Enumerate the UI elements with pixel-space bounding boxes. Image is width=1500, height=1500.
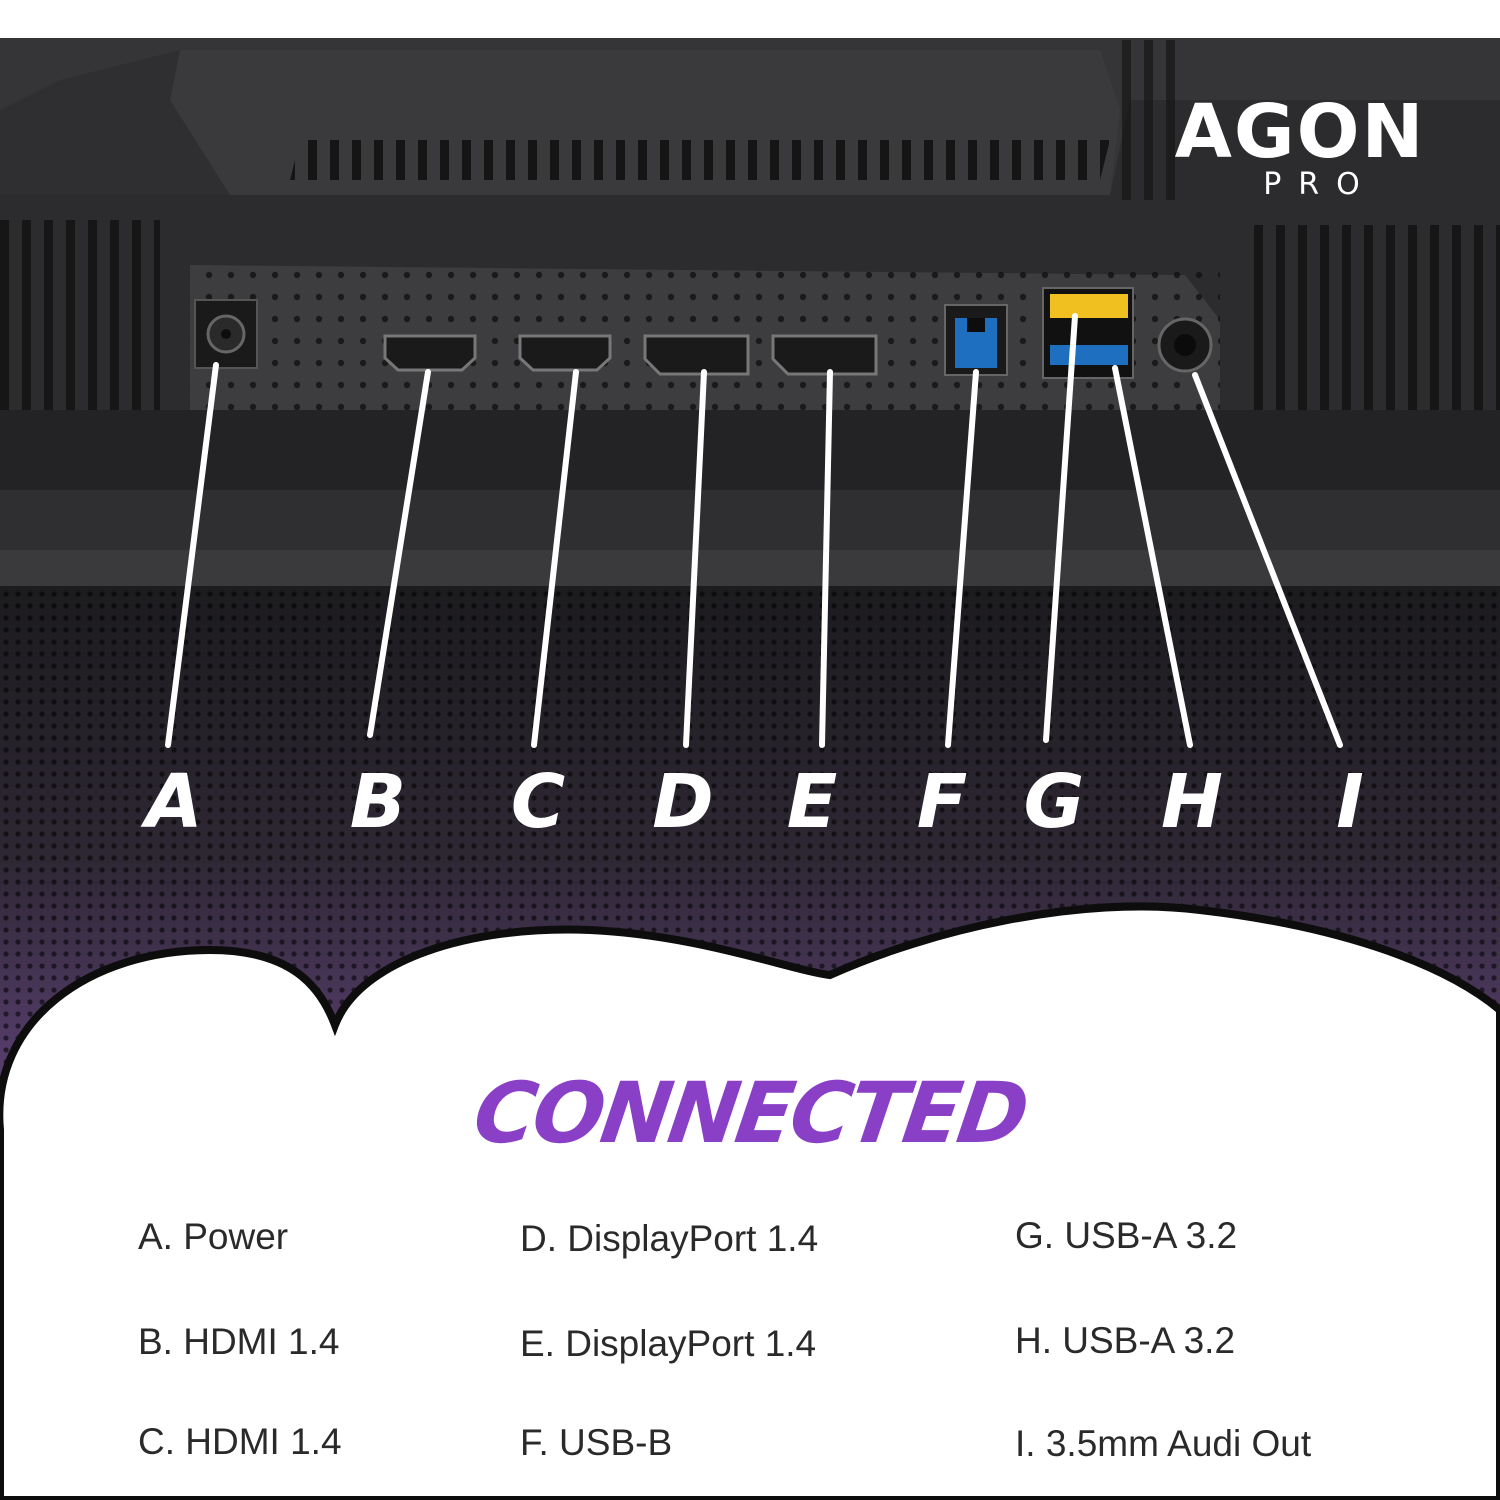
legend-item-power: A. Power: [138, 1216, 289, 1257]
port-letter-h: H: [1161, 759, 1223, 845]
leader-lines: [165, 313, 1343, 748]
usb-b-port-icon: [944, 304, 1008, 376]
port-letter-e: E: [786, 759, 838, 845]
headline: CONNECTED: [468, 1064, 1032, 1162]
brand-name: AGON: [1174, 89, 1426, 175]
hdmi-port-icon: [518, 334, 612, 372]
port-letter-c: C: [510, 759, 566, 845]
legend-item-usb-b: F. USB-B: [520, 1422, 673, 1463]
displayport-port-icon: [771, 334, 878, 376]
comic-cloud: [0, 902, 1500, 1500]
legend-item-hdmi-c: C. HDMI 1.4: [138, 1421, 342, 1462]
port-letter-a: A: [145, 759, 203, 845]
audio-jack-icon: [1157, 317, 1213, 373]
displayport-port-icon: [643, 334, 750, 376]
legend-item-hdmi-b: B. HDMI 1.4: [138, 1321, 340, 1362]
usb-a-port-icon: [1042, 287, 1134, 379]
legend-item-usb-a-h: H. USB-A 3.2: [1015, 1320, 1236, 1361]
legend-item-usb-a-g: G. USB-A 3.2: [1015, 1215, 1238, 1256]
legend-item-audio-out: I. 3.5mm Audi Out: [1015, 1423, 1312, 1464]
port-letter-f: F: [916, 759, 968, 845]
legend-item-displayport-d: D. DisplayPort 1.4: [520, 1218, 819, 1259]
brand-sub: PRO: [1263, 167, 1377, 202]
port-letter-g: G: [1023, 759, 1085, 845]
legend-item-displayport-e: E. DisplayPort 1.4: [520, 1323, 817, 1364]
port-letter-i: I: [1336, 759, 1364, 845]
port-letter-b: B: [349, 759, 407, 845]
hdmi-port-icon: [383, 334, 477, 372]
brand-logo: AGON PRO: [1150, 92, 1450, 202]
power-port-icon: [194, 299, 258, 369]
port-letter-d: D: [652, 759, 714, 845]
